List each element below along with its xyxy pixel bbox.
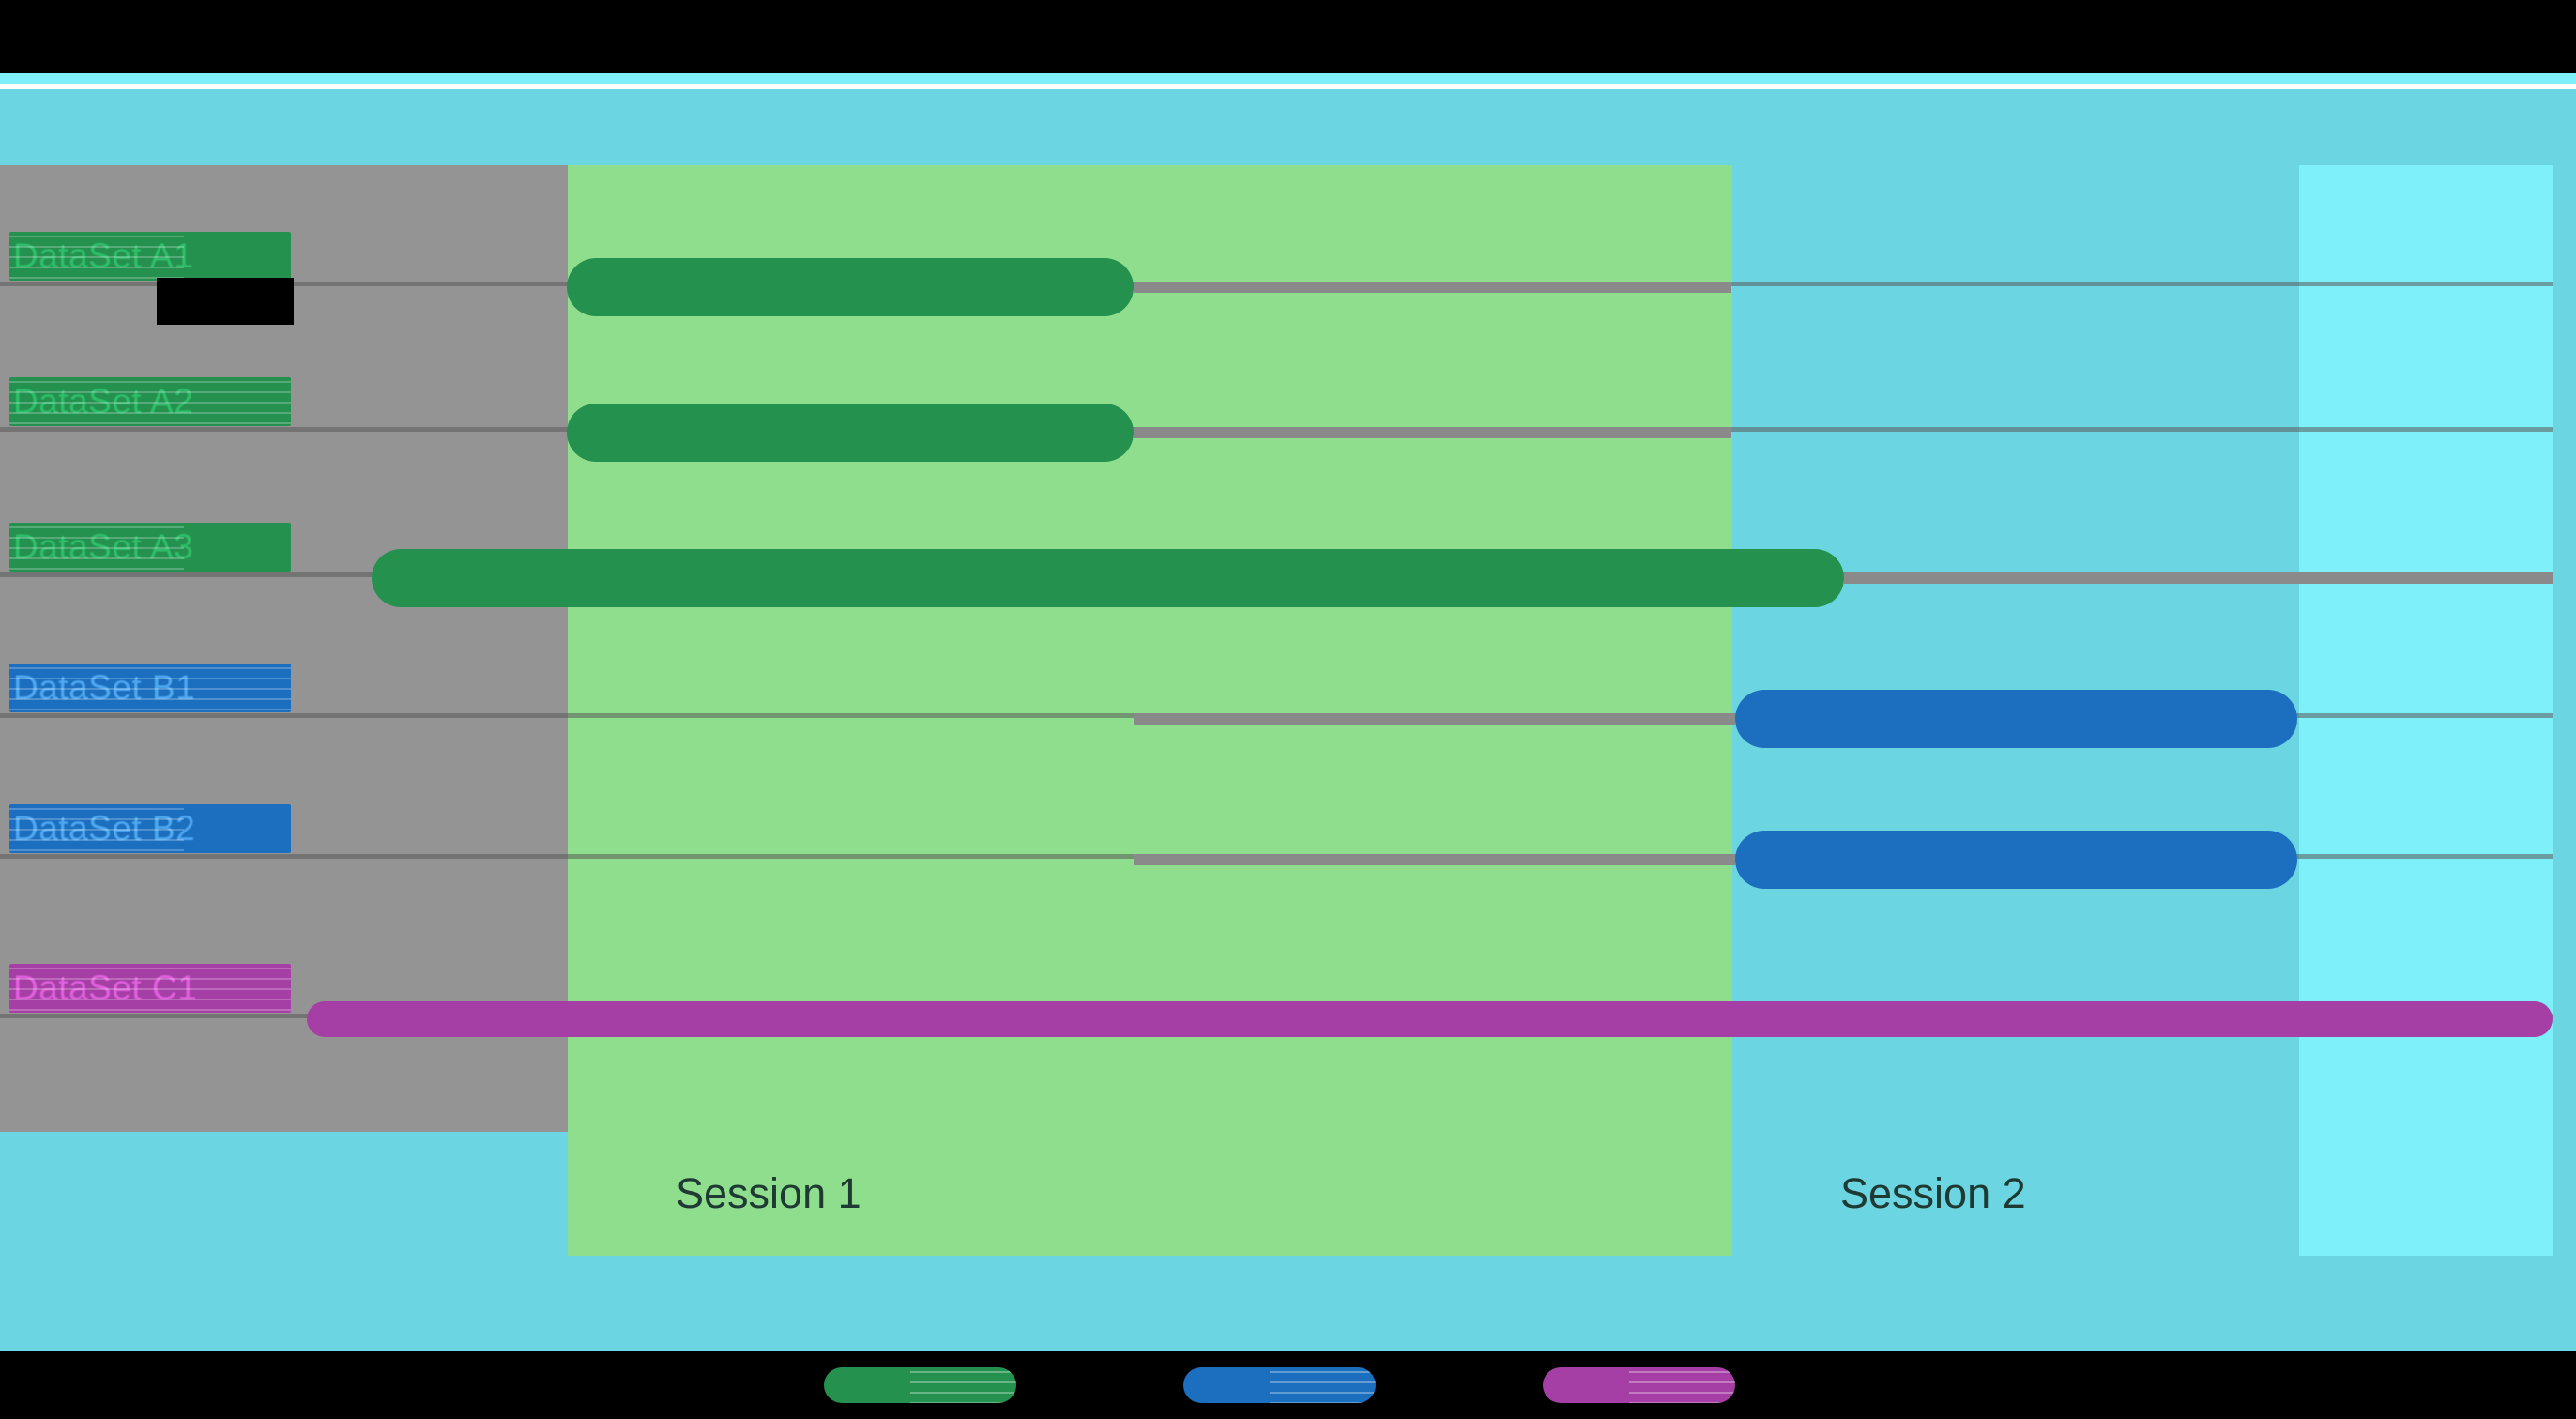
- gantt-bar-4[interactable]: [1735, 831, 2297, 889]
- category-label-5: DataSet C1: [9, 964, 291, 1013]
- session-caption-band-2: [1732, 1132, 2299, 1256]
- gantt-bar-5[interactable]: [307, 1001, 2553, 1037]
- session-band-1: [568, 165, 1732, 1132]
- gantt-connector-3: [1134, 713, 1735, 725]
- chart-title: [157, 278, 294, 325]
- category-label-2: DataSet A3: [9, 523, 291, 572]
- category-label-4: DataSet B2: [9, 804, 291, 853]
- label-redaction-overlay-5: [9, 964, 291, 1013]
- session-caption-band-1: [568, 1132, 1732, 1256]
- category-label-text-4: DataSet B2: [9, 804, 291, 853]
- session-caption-2: Session 2: [1732, 1132, 2299, 1256]
- gantt-connector-0: [1134, 282, 1731, 293]
- letterbox-top: [0, 0, 2576, 73]
- category-label-text-5: DataSet C1: [9, 964, 291, 1013]
- gantt-row-2: [0, 536, 2553, 620]
- legend-item-2[interactable]: [redacted]: [1543, 1367, 1752, 1403]
- gantt-row-1: [0, 390, 2553, 475]
- gantt-connector-2: [1844, 572, 2553, 584]
- gantt-bar-2[interactable]: [372, 549, 1844, 607]
- chart-legend: [redacted] [redacted] [redacted]: [0, 1351, 2576, 1419]
- gantt-bar-3[interactable]: [1735, 690, 2297, 748]
- session-caption-text-2: Session 2: [1840, 1169, 2026, 1217]
- gantt-row-3: [0, 677, 2553, 761]
- gantt-row-5: [0, 977, 2553, 1061]
- gantt-row-4: [0, 817, 2553, 902]
- session-caption-band-3: [2299, 1132, 2553, 1256]
- category-label-column: DataSet A1 DataSet A2 DataSet A3 DataSet B1…: [0, 165, 300, 1132]
- label-redaction-overlay-4: [9, 804, 184, 853]
- gantt-bar-0[interactable]: [567, 258, 1134, 316]
- legend-redaction-overlay-0: [910, 1367, 1016, 1403]
- legend-redaction-overlay-2: [1629, 1367, 1735, 1403]
- legend-redaction-overlay-1: [1270, 1367, 1376, 1403]
- gantt-row-0: [0, 245, 2553, 329]
- session-caption-1: Session 1: [568, 1132, 1732, 1256]
- label-redaction-overlay-2: [9, 523, 184, 572]
- category-label-text-2: DataSet A3: [9, 523, 291, 572]
- category-label-0: DataSet A1: [9, 232, 291, 281]
- label-redaction-overlay-3: [9, 664, 291, 712]
- legend-swatch-0: [824, 1367, 1016, 1403]
- category-label-text-1: DataSet A2: [9, 377, 291, 426]
- canvas-hairline: [0, 84, 2576, 89]
- gantt-bar-1[interactable]: [567, 404, 1134, 462]
- category-label-text-0: DataSet A1: [9, 232, 291, 281]
- legend-item-0[interactable]: [redacted]: [824, 1367, 1033, 1403]
- label-redaction-overlay-0: [9, 232, 184, 281]
- legend-swatch-2: [1543, 1367, 1735, 1403]
- category-label-text-3: DataSet B1: [9, 664, 291, 712]
- session-caption-text-1: Session 1: [676, 1169, 861, 1217]
- label-redaction-overlay-1: [9, 377, 291, 426]
- gantt-connector-4: [1134, 854, 1735, 865]
- canvas-top-strip: [0, 73, 2576, 84]
- gantt-connector-1: [1134, 427, 1731, 438]
- chart-canvas: DataSet A1 DataSet A2 DataSet A3 DataSet B1…: [0, 73, 2576, 1351]
- plot-area: DataSet A1 DataSet A2 DataSet A3 DataSet B1…: [0, 165, 2553, 1132]
- session-band-3: [2299, 165, 2553, 1132]
- category-label-3: DataSet B1: [9, 664, 291, 712]
- legend-swatch-1: [1183, 1367, 1376, 1403]
- session-band-2: [1732, 165, 2299, 1132]
- legend-item-1[interactable]: [redacted]: [1183, 1367, 1393, 1403]
- category-label-1: DataSet A2: [9, 377, 291, 426]
